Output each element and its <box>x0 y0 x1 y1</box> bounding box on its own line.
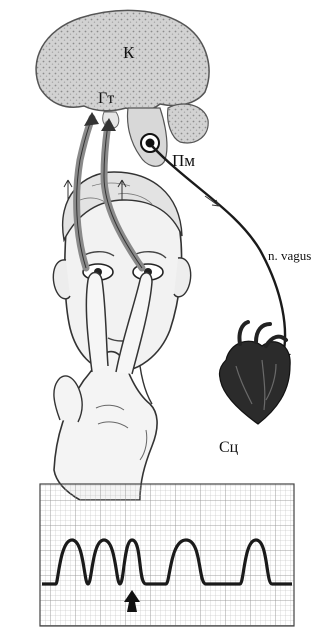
heart-body <box>219 341 290 424</box>
ecg-grid <box>40 484 294 626</box>
label-heart: Сц <box>219 439 239 456</box>
brain <box>36 10 209 166</box>
label-vagus: n. vagus <box>268 248 311 263</box>
cerebellum <box>168 104 209 143</box>
afferent-arrowhead-left <box>84 112 99 126</box>
heart <box>219 322 290 424</box>
label-cortex: К <box>123 43 135 62</box>
label-hypothalamus: Гт <box>98 90 114 107</box>
ecg-panel <box>40 484 294 626</box>
thumb <box>54 376 82 422</box>
